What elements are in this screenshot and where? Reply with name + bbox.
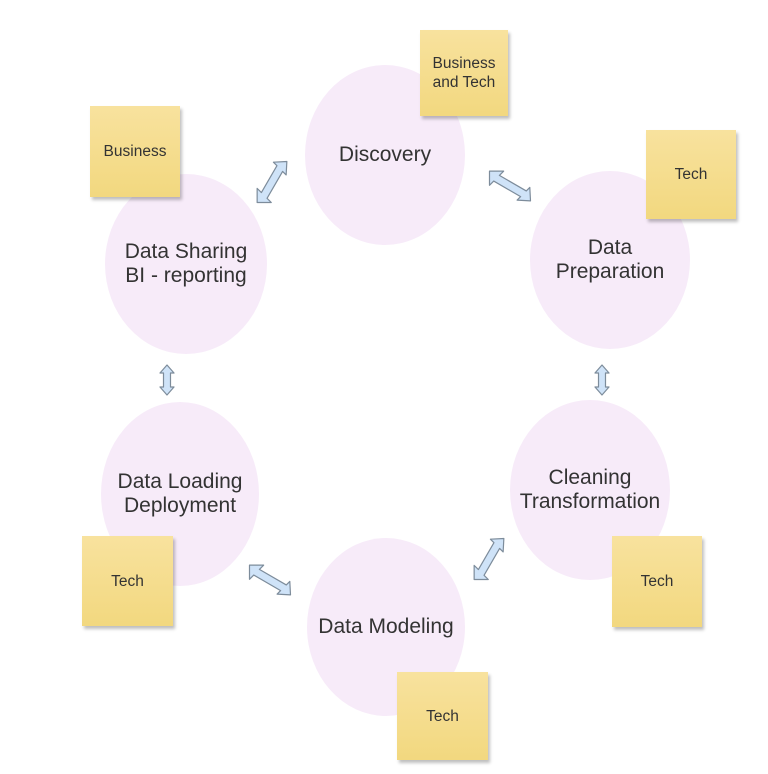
double-arrow-icon: [256, 160, 288, 204]
double-arrow-icon: [594, 364, 610, 396]
double-arrow-icon: [159, 364, 175, 396]
sticky-note-tech-cleaning: Tech: [612, 536, 702, 627]
sticky-note-label: Tech: [640, 573, 674, 590]
sticky-note-label: Tech: [111, 572, 144, 590]
sticky-note-label: Tech: [426, 707, 459, 725]
sticky-note-tech-loading: Tech: [82, 536, 173, 626]
sticky-note-tech-preparation: Tech: [646, 130, 736, 219]
sticky-note-tech-modeling: Tech: [397, 672, 488, 760]
sticky-note-label: Business: [103, 143, 167, 160]
node-data-preparation-label: Data Preparation: [555, 236, 665, 283]
node-discovery-label: Discovery: [338, 143, 432, 166]
sticky-note-business-and-tech: Business and Tech: [420, 30, 508, 116]
node-cleaning-transformation-label: Cleaning Transformation: [519, 466, 661, 513]
double-arrow-icon: [488, 170, 532, 202]
node-data-sharing-bi-reporting: Data Sharing BI - reporting: [105, 174, 267, 354]
double-arrow-icon: [473, 537, 505, 581]
sticky-note-label: Business and Tech: [432, 55, 496, 91]
node-data-loading-deployment-label: Data Loading Deployment: [117, 470, 243, 517]
sticky-note-business-sharing: Business: [90, 106, 180, 197]
node-data-sharing-bi-reporting-label: Data Sharing BI - reporting: [124, 240, 248, 287]
sticky-note-label: Tech: [674, 166, 708, 183]
node-data-modeling-label: Data Modeling: [318, 615, 454, 638]
double-arrow-icon: [248, 564, 292, 596]
